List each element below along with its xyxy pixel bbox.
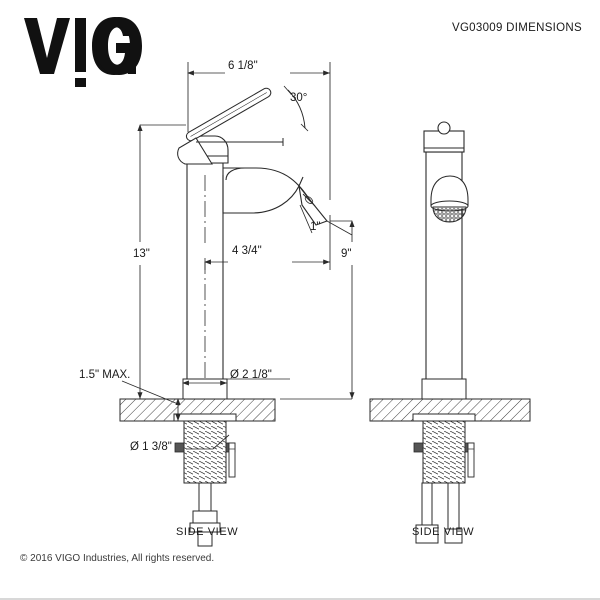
copyright-notice: © 2016 VIGO Industries, All rights reser… bbox=[20, 553, 215, 564]
dimension-base-diameter: Ø 2 1/8" bbox=[230, 369, 272, 381]
faucet-body-right bbox=[421, 121, 467, 400]
aerator-right bbox=[430, 175, 469, 223]
dimension-handle-angle: 30° bbox=[290, 92, 308, 104]
dimension-spout-reach: 4 3/4" bbox=[232, 245, 262, 257]
spout-left bbox=[222, 167, 328, 226]
dimension-aerator-length: 1" bbox=[310, 221, 321, 233]
view-label-right: SIDE VIEW bbox=[412, 526, 475, 538]
vigo-logo bbox=[22, 12, 152, 87]
dimension-hole-diameter: Ø 1 3/8" bbox=[130, 441, 172, 453]
vigo-wordmark-icon bbox=[24, 17, 142, 87]
dimension-spout-reach-total: 6 1/8" bbox=[228, 60, 258, 72]
product-code-title: VG03009 DIMENSIONS bbox=[451, 22, 582, 34]
left-side-view-drawing bbox=[119, 62, 355, 547]
view-label-left: SIDE VIEW bbox=[176, 526, 239, 538]
dimension-lines-left bbox=[121, 62, 355, 450]
dimension-overall-height: 13" bbox=[133, 248, 150, 260]
mounting-hardware-left bbox=[173, 413, 237, 547]
right-side-view-drawing bbox=[369, 121, 531, 544]
handle-lever-left bbox=[177, 87, 284, 165]
faucet-body-left bbox=[182, 162, 228, 400]
mounting-hardware-right bbox=[412, 413, 476, 544]
dimension-spout-height: 9" bbox=[341, 248, 352, 260]
dimension-deck-thickness-max: 1.5" MAX. bbox=[79, 369, 131, 381]
